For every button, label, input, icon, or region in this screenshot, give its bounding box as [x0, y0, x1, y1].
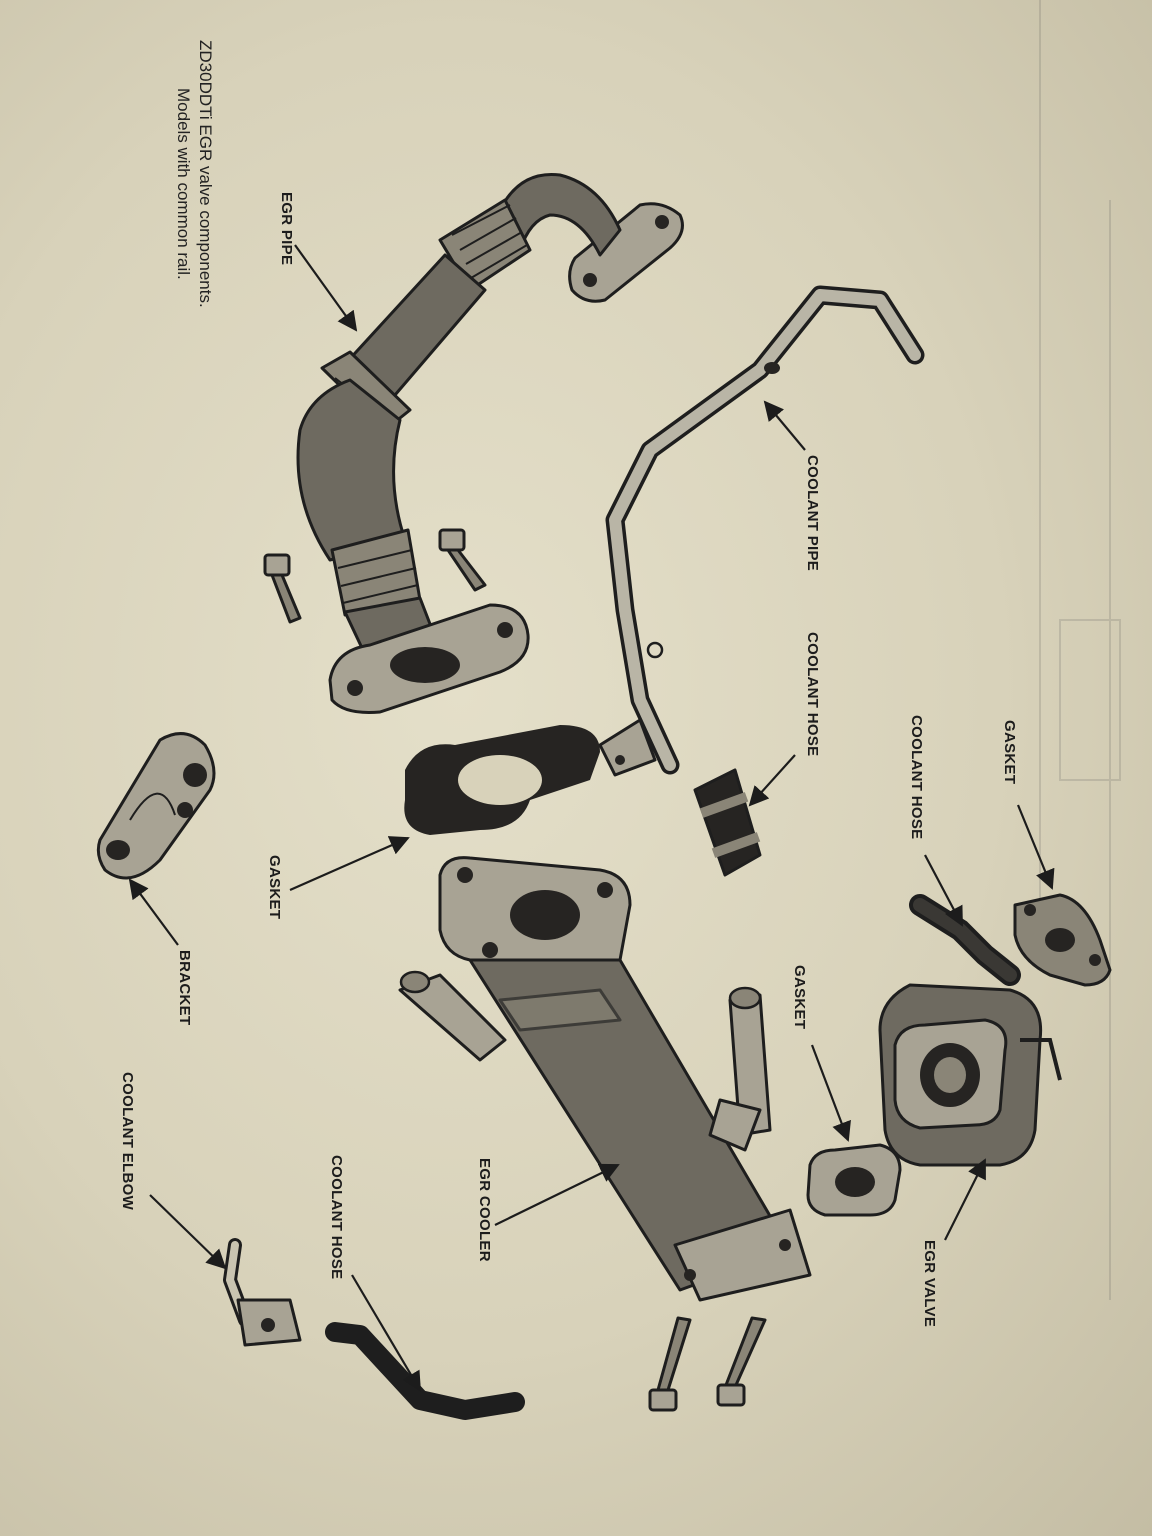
label-coolant-elbow: COOLANT ELBOW: [119, 1072, 136, 1211]
caption: ZD30DDTi EGR valve components. Models wi…: [174, 40, 215, 308]
label-egr-valve: EGR VALVE: [921, 1240, 938, 1327]
egr-valve: [878, 983, 1062, 1167]
background-faint-lines: [1039, 0, 1121, 1300]
label-gasket-small: GASKET: [791, 965, 808, 1029]
arrow-coolant-elbow: [149, 1194, 227, 1270]
arrow-coolant-pipe: [763, 400, 806, 451]
caption-line-1: ZD30DDTi EGR valve components.: [196, 40, 215, 308]
caption-line-2: Models with common rail.: [174, 88, 193, 280]
arrow-egr-pipe: [294, 244, 358, 332]
gasket-right: [1013, 893, 1112, 987]
label-bracket: BRACKET: [176, 950, 193, 1025]
coolant-elbow: [223, 1238, 302, 1347]
label-coolant-hose-right: COOLANT HOSE: [908, 715, 925, 839]
label-gasket-right: GASKET: [1001, 720, 1018, 784]
label-egr-pipe: EGR PIPE: [278, 192, 295, 265]
arrow-egr-valve: [944, 1158, 986, 1241]
arrow-coolant-hose-bottom: [351, 1274, 422, 1392]
bolt-2: [438, 528, 487, 592]
label-gasket-middle: GASKET: [266, 855, 283, 919]
egr-pipe: [296, 172, 684, 714]
egr-cooler: [398, 856, 812, 1302]
arrow-bracket: [128, 878, 179, 946]
arrow-gasket-right: [1016, 804, 1055, 890]
arrow-egr-cooler: [494, 1163, 620, 1226]
arrow-gasket-small: [810, 1044, 851, 1142]
gasket-middle: [404, 725, 600, 835]
bolt-1: [263, 553, 302, 624]
label-egr-cooler: EGR COOLER: [476, 1158, 493, 1262]
bolt-3: [648, 1316, 692, 1412]
arrow-gasket-middle: [289, 836, 410, 892]
label-coolant-pipe: COOLANT PIPE: [804, 455, 821, 571]
coolant-hose-right: [909, 894, 1021, 986]
arrow-coolant-hose-right: [924, 854, 963, 927]
label-coolant-hose-bottom: COOLANT HOSE: [328, 1155, 345, 1279]
coolant-hose-bottom: [325, 1322, 525, 1420]
arrow-coolant-hose-top: [748, 754, 796, 807]
bolt-4: [716, 1316, 767, 1407]
gasket-small: [806, 1143, 902, 1217]
label-coolant-hose-top: COOLANT HOSE: [804, 632, 821, 756]
coolant-pipe: [598, 285, 925, 777]
bracket: [96, 732, 216, 880]
coolant-hose-small: [693, 768, 762, 877]
